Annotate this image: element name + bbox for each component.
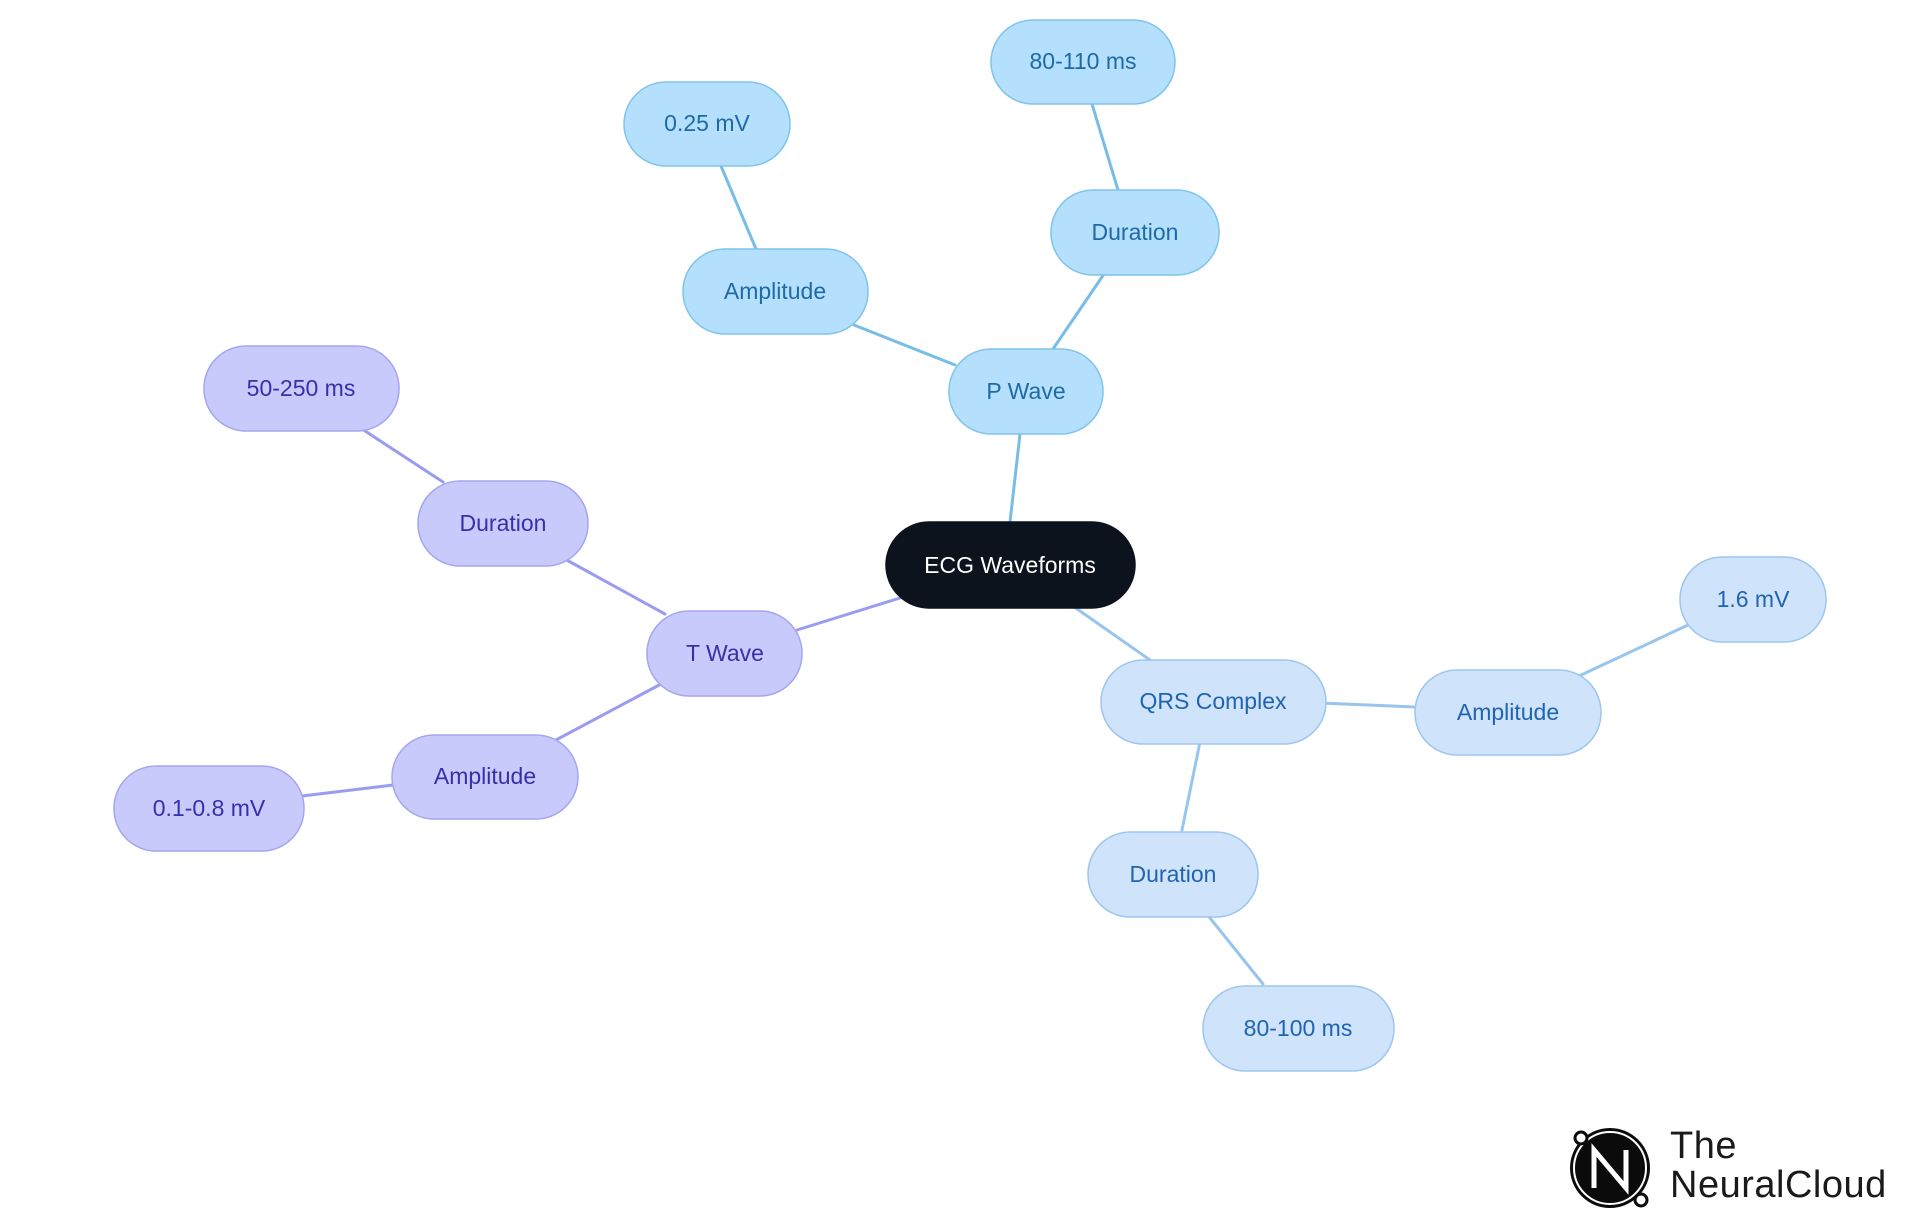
node-p-wave-amplitude[interactable]: Amplitude: [682, 248, 869, 335]
edge-root-t-wave: [795, 596, 902, 632]
edge-qrs-amplitude: [1318, 701, 1417, 709]
node-label: Amplitude: [434, 763, 536, 789]
node-qrs-duration-value[interactable]: 80-100 ms: [1202, 985, 1395, 1072]
node-qrs-amplitude-value[interactable]: 1.6 mV: [1679, 556, 1827, 643]
node-t-wave-duration-value[interactable]: 50-250 ms: [203, 345, 400, 432]
node-ecg-waveforms[interactable]: ECG Waveforms: [885, 521, 1136, 609]
brand: The NeuralCloud: [1560, 1120, 1900, 1210]
edge-qrs-duration-value: [1204, 911, 1265, 986]
node-label: 1.6 mV: [1717, 586, 1791, 612]
node-label: 80-100 ms: [1244, 1015, 1353, 1041]
node-p-wave-duration[interactable]: Duration: [1050, 189, 1220, 276]
edges: [300, 102, 1690, 986]
node-p-wave-duration-value[interactable]: 80-110 ms: [990, 19, 1176, 105]
edge-t-amplitude-value: [300, 783, 395, 798]
node-label: Amplitude: [724, 278, 826, 304]
node-label: P Wave: [986, 378, 1065, 404]
edge-p-amplitude-value: [719, 164, 758, 251]
edge-root-p-wave: [1008, 432, 1022, 524]
node-qrs-duration[interactable]: Duration: [1087, 831, 1259, 918]
neuralcloud-logo-icon: [1570, 1128, 1650, 1208]
edge-t-duration-value: [360, 427, 445, 484]
node-label: Duration: [1130, 861, 1217, 887]
node-label: 0.25 mV: [664, 110, 750, 136]
edge-p-wave-duration: [1051, 272, 1106, 351]
edge-t-wave-duration: [561, 556, 667, 616]
edge-qrs-duration: [1180, 740, 1202, 832]
edge-p-wave-amplitude: [852, 323, 957, 367]
node-label: ECG Waveforms: [924, 552, 1096, 578]
node-label: T Wave: [686, 640, 764, 666]
node-t-wave-amplitude-value[interactable]: 0.1-0.8 mV: [113, 765, 305, 852]
node-qrs-complex[interactable]: QRS Complex: [1100, 659, 1327, 745]
node-t-wave-amplitude[interactable]: Amplitude: [391, 734, 579, 820]
node-t-wave-duration[interactable]: Duration: [417, 480, 589, 567]
node-label: 0.1-0.8 mV: [153, 795, 266, 821]
node-p-wave[interactable]: P Wave: [948, 348, 1104, 435]
edge-root-qrs: [1068, 602, 1152, 662]
node-label: Duration: [460, 510, 547, 536]
node-label: 80-110 ms: [1030, 48, 1137, 74]
edge-t-wave-amplitude: [554, 682, 663, 742]
brand-name-line2: NeuralCloud: [1670, 1164, 1887, 1206]
edge-p-duration-value: [1090, 102, 1120, 192]
node-p-wave-amplitude-value[interactable]: 0.25 mV: [623, 81, 791, 167]
node-label: 50-250 ms: [247, 375, 356, 401]
node-qrs-amplitude[interactable]: Amplitude: [1414, 669, 1602, 756]
brand-name-line1: The: [1670, 1125, 1737, 1167]
node-label: Duration: [1092, 219, 1179, 245]
node-label: QRS Complex: [1140, 688, 1287, 714]
node-label: Amplitude: [1457, 699, 1559, 725]
edge-qrs-amplitude-value: [1577, 623, 1690, 678]
node-t-wave[interactable]: T Wave: [646, 610, 803, 697]
